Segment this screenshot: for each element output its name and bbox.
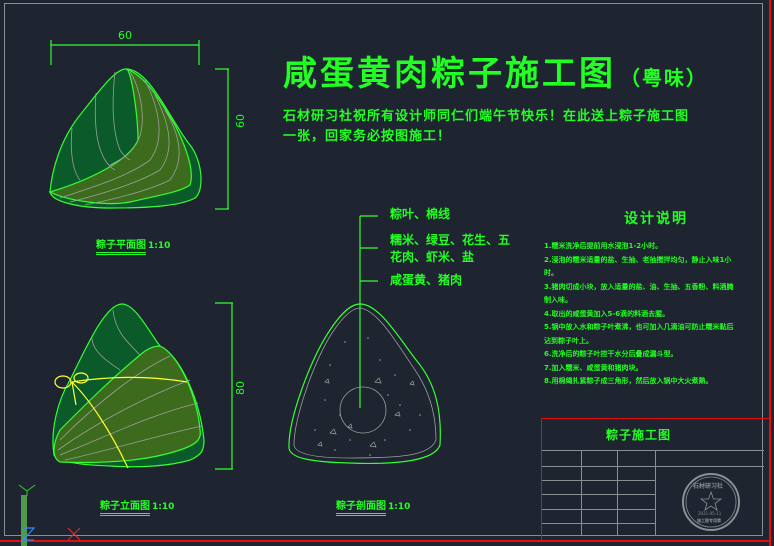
greeting-line-2: 一张，回家务必按图施工！ (283, 129, 452, 144)
note-line: 6.洗净后的粽子叶控干水分后叠成漏斗型。 (544, 350, 678, 358)
elevation-view-drawing[interactable] (30, 290, 270, 520)
section-view-drawing[interactable] (270, 200, 540, 520)
company-stamp (682, 473, 740, 531)
title-block-rule (542, 494, 655, 495)
title-block-rule (542, 523, 655, 524)
title-block-col (617, 450, 618, 536)
title-block-rule (542, 509, 655, 510)
title-block-rule (542, 480, 655, 481)
stamp-top-text: 石材研习社 (693, 483, 724, 490)
title-block-name: 粽子施工图 (606, 428, 672, 442)
design-notes-list: 1.糯米洗净后提前用水浸泡1-2小时。 2.浸泡的糯米适量的盐、生抽、老抽搅拌均… (544, 240, 734, 389)
note-line: 1.糯米洗净后提前用水浸泡1-2小时。 (544, 242, 663, 250)
title-block-rule (542, 466, 764, 467)
plan-width-dimension: 60 (118, 29, 132, 42)
drawing-title: 咸蛋黄肉粽子施工图（粤味） (283, 54, 708, 94)
title-block-rule (542, 450, 764, 451)
design-notes-title: 设计说明 (624, 211, 688, 227)
note-line: 4.取出的咸蛋黄加入5-6滴的料酒去腥。 (544, 309, 670, 318)
section-label-filling-line2: 花肉、虾米、盐 (390, 250, 475, 264)
section-label-filling-line1: 糯米、绿豆、花生、五 (390, 233, 511, 247)
plan-height-dimension: 60 (234, 114, 247, 128)
note-line: 沾到粽子叶上。 (544, 336, 593, 345)
section-label-leaf-string: 粽叶、棉线 (390, 207, 451, 221)
greeting-text: 石材研习社祝所有设计师同仁们端午节快乐！在此送上粽子施工图 一张，回家务必按图施… (283, 107, 733, 147)
note-line: 5.锅中放入水和粽子叶煮沸，也可加入几滴油可防止糯米黏后 (544, 323, 734, 331)
note-line: 2.浸泡的糯米适量的盐、生抽、老抽搅拌均匀，静止入味1小 (544, 255, 732, 264)
note-line: 8.用棉绳扎紧粽子成三角形，然后放入锅中大火煮熟。 (544, 377, 713, 385)
plan-view-drawing[interactable] (30, 20, 270, 260)
ucs-axis-icon (18, 484, 81, 546)
drawing-border (4, 3, 763, 536)
note-line: 3.猪肉切成小块，放入适量的盐、油、生抽、五香粉、料酒腌 (544, 282, 734, 291)
stamp-date: 2021-05-11 (698, 511, 722, 516)
note-line: 时。 (544, 269, 558, 277)
elevation-height-dimension: 80 (234, 381, 247, 395)
sheet-edge-bottom (0, 540, 771, 542)
section-label-yolk-pork: 咸蛋黄、猪肉 (390, 273, 463, 287)
sheet-edge-right (769, 0, 771, 546)
note-line: 7.加入糯米、咸蛋黄和猪肉块。 (544, 363, 643, 372)
z-axis-bar (21, 495, 27, 546)
drawing-title-suffix: （粤味） (620, 66, 708, 90)
stamp-bottom-text: 施工图专用章 (697, 518, 721, 523)
note-line: 制入味。 (544, 296, 572, 304)
title-block (541, 418, 770, 541)
title-block-col (581, 450, 582, 536)
title-block-col (655, 450, 656, 536)
greeting-line-1: 石材研习社祝所有设计师同仁们端午节快乐！在此送上粽子施工图 (283, 109, 690, 124)
